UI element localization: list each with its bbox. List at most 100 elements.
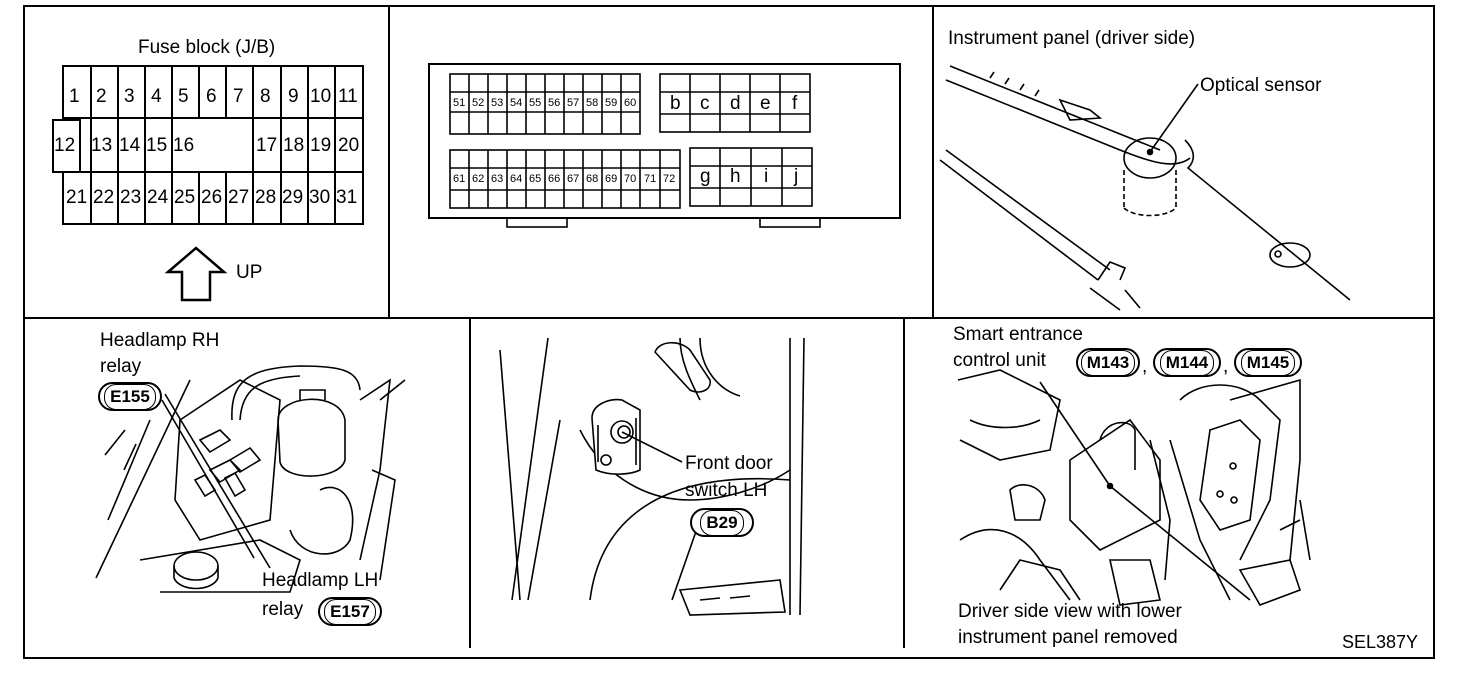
fuse-label: 17 — [256, 135, 278, 156]
pin-label: 61 — [453, 173, 466, 185]
smart-entrance-illustration — [957, 369, 1311, 606]
fuse-label: 8 — [260, 86, 271, 107]
pin-label: 70 — [624, 173, 637, 185]
door-switch-illustration — [499, 337, 805, 616]
separator: , — [1142, 356, 1148, 377]
fuse-label: 28 — [255, 187, 277, 208]
pin-label: 55 — [529, 97, 542, 109]
fuse-label: 24 — [147, 187, 169, 208]
smart-entrance-label: Smart entrance — [953, 324, 1083, 345]
fuse-label: 26 — [201, 187, 223, 208]
panel-borders — [23, 5, 1435, 659]
pin-label: j — [794, 166, 799, 187]
pin-label: e — [760, 93, 771, 114]
fuse-label: 2 — [96, 86, 107, 107]
pin-label: c — [700, 93, 710, 114]
pin-label: 52 — [472, 97, 485, 109]
fuse-label: 3 — [124, 86, 135, 107]
headlamp-lh-label: Headlamp LH — [262, 570, 379, 591]
connector-row-a-letters: b c d e f — [660, 93, 810, 114]
fuse-label: 27 — [228, 187, 250, 208]
fuse-label: 16 — [173, 135, 195, 156]
fuse-label: 22 — [93, 187, 115, 208]
pin-label: f — [792, 93, 798, 114]
instrument-panel-illustration — [939, 65, 1351, 311]
connector-badge-b29: B29 — [690, 508, 754, 537]
fuse-label: 1 — [69, 86, 80, 107]
door-switch-label-2: switch LH — [685, 480, 768, 501]
smart-entrance-label-2: control unit — [953, 350, 1046, 371]
view-note-line-1: Driver side view with lower — [958, 601, 1182, 622]
fuse-label: 20 — [338, 135, 360, 156]
pin-label: 54 — [510, 97, 523, 109]
fuse-label: 18 — [283, 135, 305, 156]
up-arrow-icon — [164, 246, 228, 302]
connector-badge-m144: M144 — [1153, 348, 1221, 377]
up-label: UP — [236, 262, 263, 283]
fuse-label: 6 — [206, 86, 217, 107]
optical-sensor-label: Optical sensor — [1200, 75, 1322, 96]
connector-badge-m145: M145 — [1234, 348, 1302, 377]
fuse-label: 13 — [91, 135, 113, 156]
connector-row-b-numbers: 61 62 63 64 65 66 67 68 69 70 71 72 — [450, 172, 680, 186]
fuse-block-title: Fuse block (J/B) — [138, 37, 276, 58]
connector-badge-m143: M143 — [1076, 348, 1140, 377]
pin-label: 59 — [605, 97, 618, 109]
pin-label: 53 — [491, 97, 504, 109]
fuse-label: 11 — [338, 86, 358, 107]
connector-row-b-letters: g h i j — [690, 166, 812, 187]
instrument-panel-title: Instrument panel (driver side) — [948, 28, 1196, 49]
pin-label: 71 — [644, 173, 657, 185]
connector-diagram — [428, 63, 901, 228]
fuse-label: 19 — [310, 135, 332, 156]
pin-label: 65 — [529, 173, 542, 185]
pin-label: 66 — [548, 173, 561, 185]
fuse-label: 25 — [174, 187, 196, 208]
fuse-label: 7 — [233, 86, 244, 107]
headlamp-lh-relay-label: relay — [262, 599, 304, 620]
pin-label: 64 — [510, 173, 523, 185]
fuse-label: 14 — [119, 135, 141, 156]
view-note-line-2: instrument panel removed — [958, 627, 1178, 648]
figure-id: SEL387Y — [1342, 632, 1419, 652]
pin-label: b — [670, 93, 681, 114]
fuse-label: 15 — [146, 135, 168, 156]
fuse-label: 9 — [288, 86, 299, 107]
pin-label: h — [730, 166, 741, 187]
headlamp-rh-relay-label: relay — [100, 356, 142, 377]
fuse-label: 23 — [120, 187, 142, 208]
fuse-label: 12 — [54, 135, 76, 156]
separator: , — [1223, 356, 1229, 377]
fuse-label: 29 — [282, 187, 304, 208]
pin-label: 58 — [586, 97, 599, 109]
fuse-label: 21 — [66, 187, 88, 208]
pin-label: 51 — [453, 97, 466, 109]
connector-row-a-numbers: 51 52 53 54 55 56 57 58 59 60 — [450, 96, 640, 110]
fuse-label: 30 — [309, 187, 331, 208]
pin-label: 72 — [663, 173, 676, 185]
headlamp-relay-illustration — [95, 365, 406, 593]
fuse-label: 4 — [151, 86, 162, 107]
pin-label: g — [700, 166, 711, 187]
pin-label: d — [730, 93, 741, 114]
fuse-label: 31 — [336, 187, 358, 208]
fuse-row-2: 12 13 14 15 16 17 18 19 20 — [53, 135, 363, 157]
pin-label: i — [764, 166, 769, 187]
connector-badge-e157: E157 — [318, 597, 382, 626]
fuse-row-1: 1 2 3 4 5 6 7 8 9 10 11 — [63, 86, 363, 108]
pin-label: 60 — [624, 97, 637, 109]
pin-label: 56 — [548, 97, 561, 109]
door-switch-label: Front door — [685, 453, 773, 474]
pin-label: 62 — [472, 173, 485, 185]
connector-badge-e155: E155 — [98, 382, 162, 411]
fuse-label: 10 — [310, 86, 332, 107]
pin-label: 63 — [491, 173, 504, 185]
pin-label: 57 — [567, 97, 580, 109]
headlamp-rh-label: Headlamp RH — [100, 330, 220, 351]
fuse-row-3: 21 22 23 24 25 26 27 28 29 30 31 — [63, 187, 363, 209]
fuse-label: 5 — [178, 86, 189, 107]
pin-label: 69 — [605, 173, 618, 185]
pin-label: 68 — [586, 173, 599, 185]
pin-label: 67 — [567, 173, 580, 185]
fuse-block-grid — [52, 65, 364, 225]
